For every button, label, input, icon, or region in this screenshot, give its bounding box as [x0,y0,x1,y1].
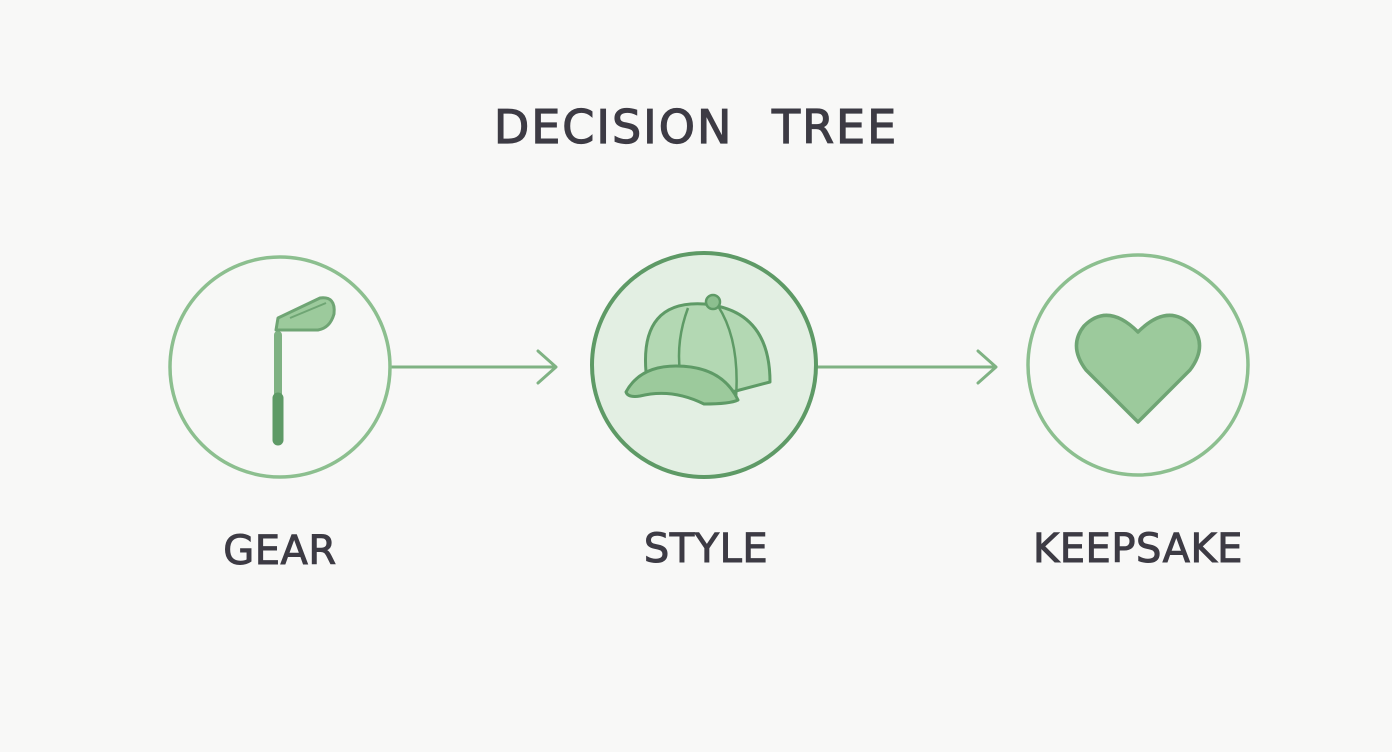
arrow-style-to-keepsake [816,349,998,385]
node-keepsake [1026,253,1250,477]
arrow-gear-to-style [390,349,558,385]
diagram-title: DECISION TREE [493,99,899,154]
heart-icon [1074,313,1202,424]
cap-icon [624,293,772,406]
node-style [590,251,818,479]
node-gear [168,255,392,479]
node-label-keepsake: KEEPSAKE [1033,526,1243,573]
node-label-style: STYLE [643,526,769,573]
node-label-gear: GEAR [223,528,337,575]
golf-club-icon [272,296,336,446]
